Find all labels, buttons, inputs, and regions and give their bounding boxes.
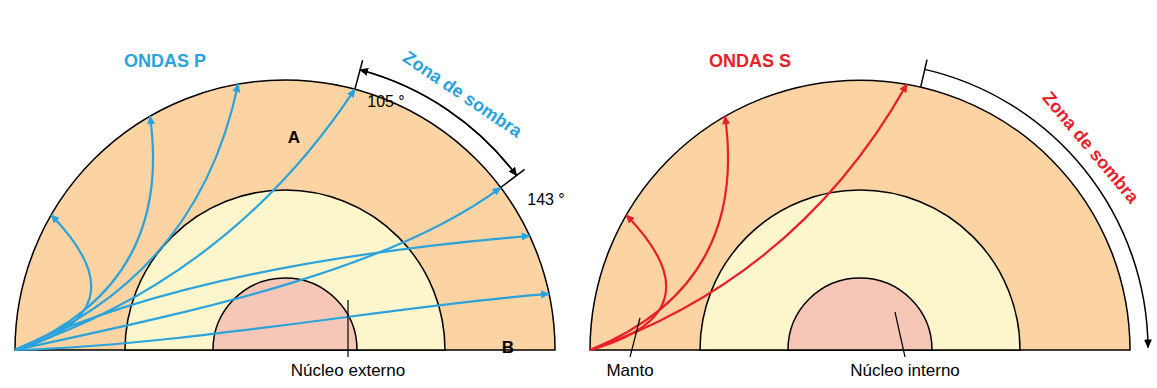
seismic-ray — [15, 215, 91, 350]
inner-core — [788, 278, 932, 350]
inner-core — [213, 278, 357, 350]
angle-tick — [355, 60, 363, 89]
seismic-ray — [15, 294, 549, 350]
leader-line — [895, 312, 905, 357]
leader-line — [630, 318, 640, 357]
layer-name: Núcleo interno — [850, 362, 960, 381]
mantle — [590, 80, 1130, 350]
outer-core — [700, 190, 1020, 350]
wave-title: ONDAS S — [709, 52, 791, 72]
mantle — [15, 80, 555, 350]
wave-title: ONDAS P — [124, 52, 206, 72]
seismic-ray — [590, 116, 728, 350]
seismic-ray — [15, 84, 238, 350]
seismic-ray — [15, 236, 530, 350]
shadow-zone-bracket — [925, 69, 1148, 347]
point-label: A — [288, 129, 300, 148]
angle-tick — [921, 60, 927, 87]
seismic-ray — [590, 84, 907, 350]
leader-line — [347, 300, 348, 357]
layer-name: Manto — [606, 362, 653, 381]
seismic-ray — [15, 188, 501, 350]
angle-tick — [501, 169, 525, 187]
seismic-ray — [590, 215, 666, 350]
angle-label: 143 ° — [527, 191, 565, 209]
layer-name: Núcleo externo — [291, 362, 405, 381]
point-label: B — [502, 339, 514, 358]
angle-label: 105 ° — [367, 93, 405, 111]
